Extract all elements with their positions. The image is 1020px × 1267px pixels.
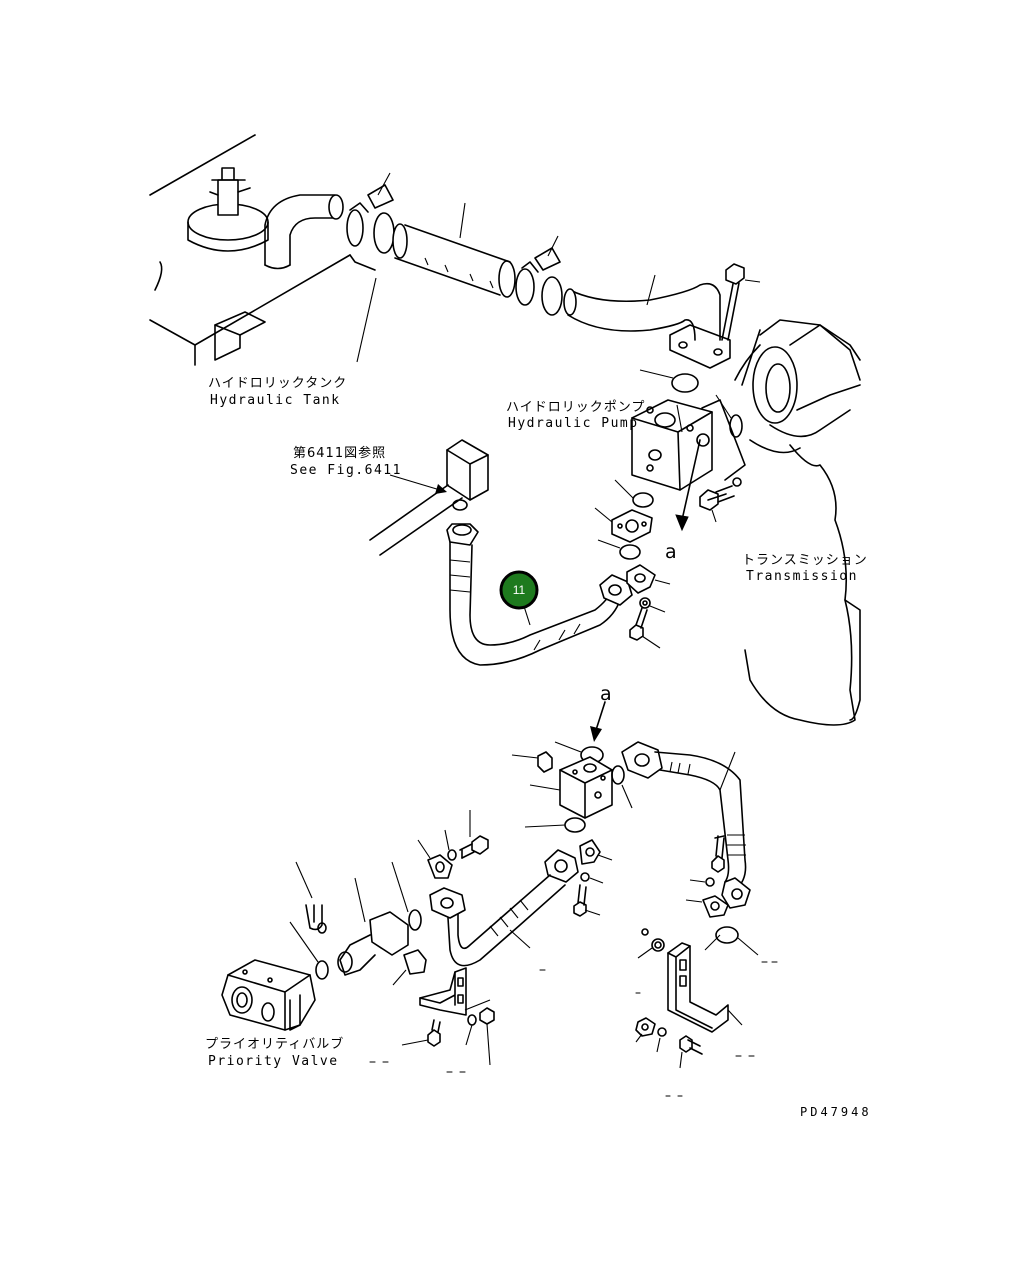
- view-a-arrow-bottom: [590, 701, 606, 742]
- o-ring-3: [611, 765, 625, 785]
- split-flange-mid-right: [573, 839, 613, 917]
- plug: [511, 751, 553, 773]
- manifold-block: [529, 756, 613, 819]
- left-steel-pipe: [429, 849, 579, 967]
- pump-inlet-hose: [563, 274, 731, 369]
- bolt-mid-left: [444, 810, 489, 861]
- seal-ring-4: [564, 817, 586, 833]
- part-callout-11-number: 11: [513, 583, 526, 597]
- seal-ring-1: [632, 492, 654, 508]
- elbow-adaptor: [337, 877, 409, 976]
- right-washers: [635, 928, 703, 1069]
- transmission: [734, 319, 861, 726]
- hydraulic-pump: [631, 399, 746, 491]
- o-ring-4: [408, 909, 422, 931]
- left-bolts-nuts: [401, 1007, 495, 1066]
- hydraulic-tank-label-en: Hydraulic Tank: [210, 393, 341, 408]
- view-a-arrow-top: [675, 439, 701, 532]
- drawing-code: PD47948: [800, 1105, 872, 1119]
- hose-assembly-11: [446, 523, 633, 666]
- priority-valve-label-jp: プライオリティバルブ: [205, 1036, 344, 1052]
- reference-dashes: [369, 961, 778, 1097]
- split-flange-hose-end: [626, 564, 671, 649]
- hydraulic-pump-label-jp: ハイドロリックポンプ: [506, 400, 645, 415]
- fig6411-reference-pipe: [369, 439, 489, 556]
- u-bolt: [295, 861, 327, 934]
- priority-valve: [221, 959, 316, 1031]
- view-a-label-top: a: [665, 541, 677, 563]
- transmission-label-jp: トランスミッション: [742, 553, 868, 568]
- pump-flange-bolt: [721, 263, 761, 341]
- straight-hose: [392, 202, 516, 298]
- split-flange-upper: [594, 507, 653, 543]
- hydraulic-pump-label-en: Hydraulic Pump: [508, 416, 639, 431]
- right-bolt: [685, 835, 729, 918]
- priority-valve-label-en: Priority Valve: [208, 1054, 339, 1069]
- part-callout-11-circle[interactable]: [499, 570, 539, 610]
- transmission-label-en: Transmission: [746, 569, 858, 584]
- right-bracket: [667, 934, 743, 1033]
- part-callout-11[interactable]: 11: [499, 570, 539, 610]
- seal-ring-5: [715, 926, 739, 944]
- hydraulic-tank: [149, 134, 376, 366]
- o-ring-1: [671, 373, 699, 393]
- right-steel-pipe: [621, 741, 751, 909]
- split-flange-mid-left: [417, 839, 453, 879]
- tank-elbow-hose: [264, 194, 344, 270]
- see-fig-label-jp: 第6411図参照: [293, 445, 386, 461]
- seal-ring-2: [619, 544, 641, 560]
- hydraulic-tank-label-jp: ハイドロリックタンク: [208, 376, 347, 391]
- see-fig-label-en: See Fig.6411: [290, 463, 402, 478]
- o-ring-5: [315, 960, 329, 980]
- left-bracket: [392, 949, 491, 1016]
- view-a-label-bottom: a: [600, 683, 612, 705]
- o-ring-2: [729, 414, 743, 438]
- pump-bolt: [699, 477, 742, 523]
- hose-clamps-1: [346, 172, 395, 254]
- hose-clamps-2: [515, 235, 563, 316]
